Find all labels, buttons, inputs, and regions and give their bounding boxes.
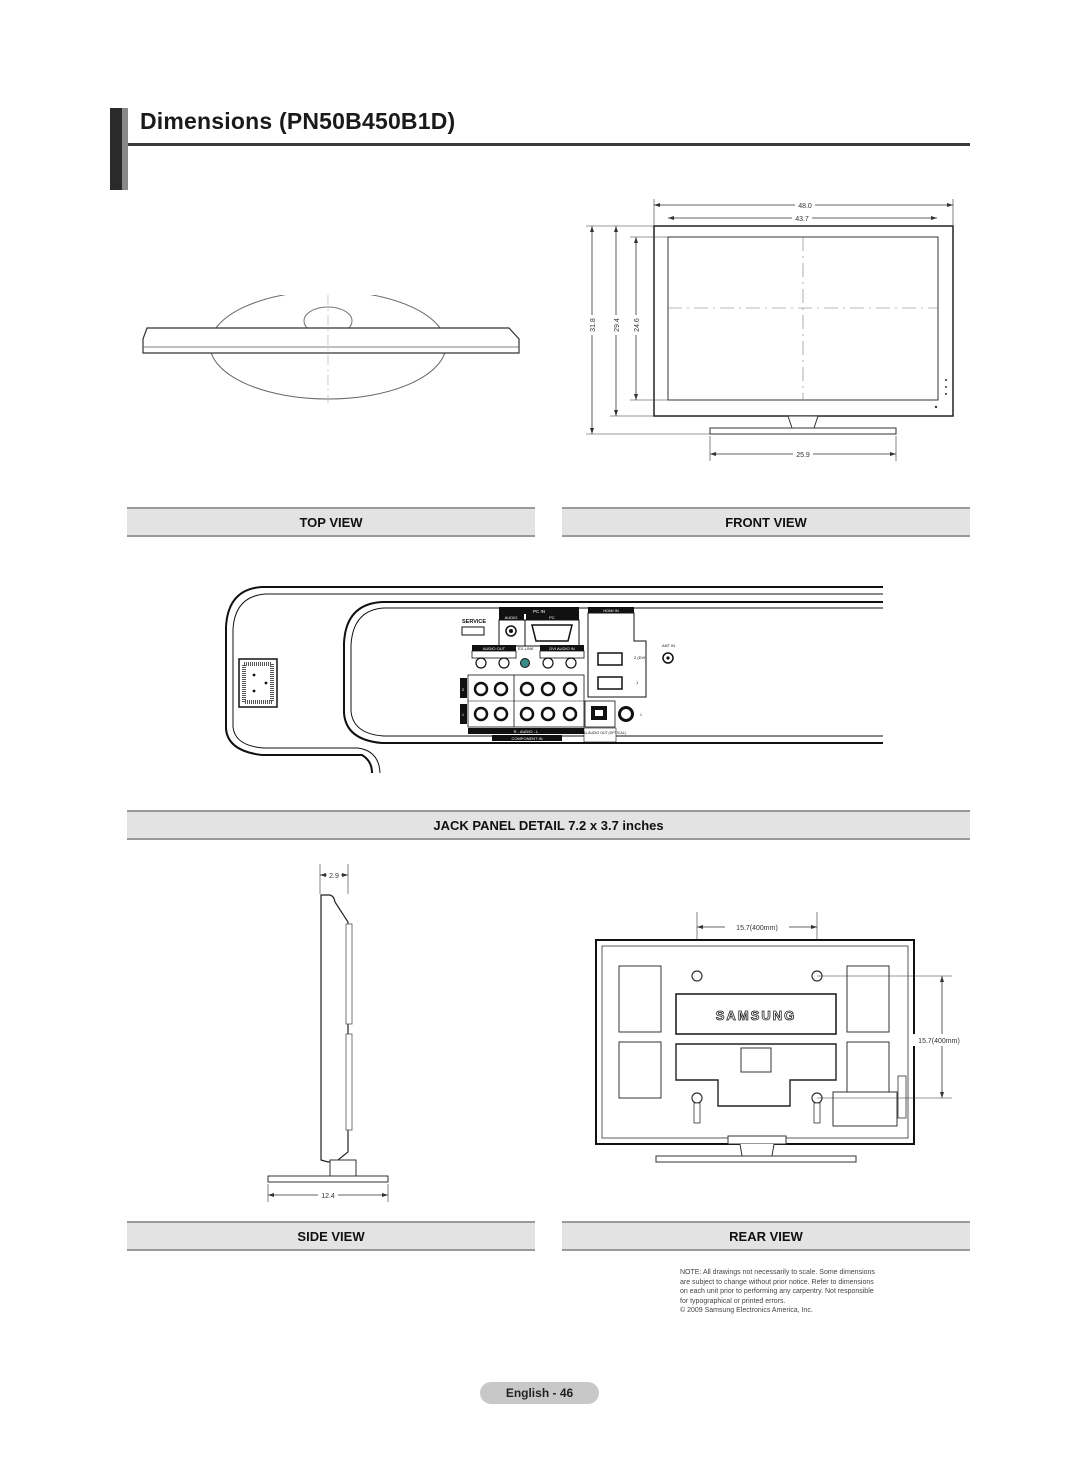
dvi-label: 2 (DVI) <box>634 655 647 660</box>
av-in-label: 1 <box>462 713 464 717</box>
dim-vesa-vertical: 15.7(400mm) <box>918 1038 960 1045</box>
dim-stand-width: 25.9 <box>796 452 810 459</box>
digital-audio-out-label: DIGITAL AUDIO OUT (OPTICAL) <box>574 731 626 735</box>
top-view-label: TOP VIEW <box>127 507 535 537</box>
disclaimer-note: NOTE: All drawings not necessarily to sc… <box>680 1268 875 1316</box>
page-title: Dimensions (PN50B450B1D) <box>140 108 456 134</box>
row2-label: 2 <box>462 687 465 692</box>
page-number-badge: English - 46 <box>480 1382 599 1404</box>
side-view-drawing: 2.9 12.4 <box>267 864 389 1202</box>
dim-screen-width: 43.7 <box>795 216 809 223</box>
jack-panel-drawing: SERVICE PC IN AUDIO PC HDMI IN 2 (DVI) 1… <box>225 586 883 774</box>
rear-view-label: REAR VIEW <box>562 1221 970 1251</box>
dim-stand-depth: 12.4 <box>321 1193 335 1200</box>
front-view-label: FRONT VIEW <box>562 507 970 537</box>
dim-overall-width: 48.0 <box>798 203 812 210</box>
samsung-logo: SAMSUNG <box>716 1008 796 1023</box>
audio-out-label: AUDIO OUT <box>483 646 506 651</box>
pc-in-label: PC IN <box>533 609 545 614</box>
note-text: NOTE: All drawings not necessarily to sc… <box>680 1269 875 1305</box>
jack-panel-label: JACK PANEL DETAIL 7.2 x 3.7 inches <box>127 810 970 840</box>
dim-screen-height: 24.6 <box>634 318 641 332</box>
front-view-drawing: 48.0 43.7 31.8 29.4 24.6 25.9 <box>584 199 954 461</box>
copyright: © 2009 Samsung Electronics America, Inc. <box>680 1307 813 1314</box>
audio-label: AUDIO <box>505 615 518 620</box>
component-in-label: COMPONENT IN <box>511 736 542 741</box>
dim-depth: 2.9 <box>329 873 339 880</box>
top-view-drawing <box>142 295 520 403</box>
hdmi1-label: 1 <box>636 680 639 685</box>
service-label: SERVICE <box>462 619 486 625</box>
rear-view-drawing: 15.7(400mm) SAMSUNG 15.7(400mm) <box>595 912 968 1163</box>
dim-vesa-horizontal: 15.7(400mm) <box>736 925 778 932</box>
dim-overall-height: 31.8 <box>590 318 597 332</box>
hdmi-in-label: HDMI IN <box>603 608 618 613</box>
pc-label: PC <box>549 615 555 620</box>
ant-in-label: ANT IN <box>662 643 675 648</box>
dvi-audio-in-label: DVI AUDIO IN <box>549 646 574 651</box>
audio-lr-label: R - AUDIO - L <box>514 729 539 734</box>
num1-label: 1 <box>640 713 642 717</box>
ex-link-label: EX-LINK <box>518 646 534 651</box>
title-rule <box>128 143 970 146</box>
dim-set-height: 29.4 <box>614 318 621 332</box>
title-accent-bar-inner <box>122 108 128 190</box>
side-view-label: SIDE VIEW <box>127 1221 535 1251</box>
